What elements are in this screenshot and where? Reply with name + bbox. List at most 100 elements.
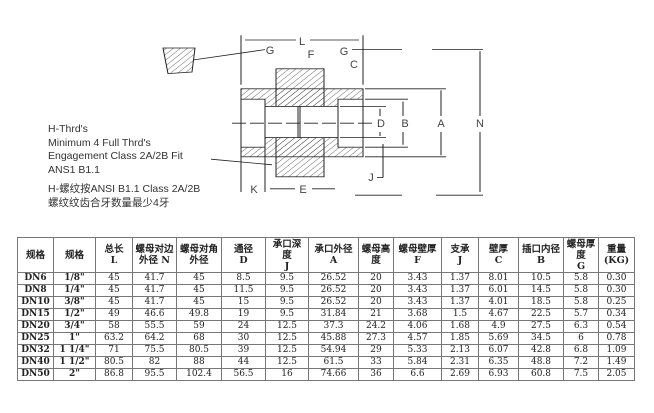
table-cell: 5.8 [563, 272, 599, 285]
header-text: L [110, 255, 118, 266]
table-cell: 63.2 [95, 332, 133, 345]
table-cell: DN20 [17, 320, 54, 333]
table-cell: 5.8 [563, 284, 599, 297]
table-cell: DN6 [17, 272, 54, 285]
header-text: C [494, 255, 503, 266]
table-cell: 12.5 [265, 344, 309, 357]
table-cell: 2.69 [441, 368, 479, 381]
header-text: D [239, 255, 248, 266]
table-cell: 95.5 [132, 368, 177, 381]
table-cell: 41.7 [132, 296, 177, 309]
dim-label-J: J [368, 172, 374, 184]
table-cell: 1.09 [598, 344, 635, 357]
table-cell: 34.5 [518, 332, 564, 345]
table-cell: 6.35 [478, 356, 519, 369]
table-cell: 75.5 [132, 344, 177, 357]
table-cell: 2" [53, 368, 96, 381]
header-text: 插口内径 [521, 244, 560, 255]
header-text: 规格 [25, 249, 45, 261]
table-cell: 11.5 [221, 284, 266, 297]
table-cell: 3.43 [393, 296, 442, 309]
table-cell: 45 [176, 284, 222, 297]
table-cell: DN50 [17, 368, 54, 381]
note-line: H-Thrd's [48, 123, 88, 135]
table-cell: 0.54 [598, 320, 635, 333]
table-cell: 1 1/4" [53, 344, 96, 357]
dim-label-K: K [250, 184, 258, 196]
thread-detail-icon [162, 47, 196, 75]
note-line: H-螺纹按ANSI B1.1 Class 2A/2B [48, 183, 201, 195]
table-cell: 3/4" [53, 320, 96, 333]
header-text: 度 [371, 255, 381, 266]
table-cell: 31.84 [308, 308, 359, 321]
table-cell: 58 [95, 320, 133, 333]
table-cell: DN25 [17, 332, 54, 345]
table-cell: 71 [95, 344, 133, 357]
note-line: Minimum 4 Full Thrd's [48, 136, 151, 149]
header-text: 螺母厚 [566, 238, 596, 250]
column-header: 螺母高度 [358, 237, 394, 273]
header-text: 承口深 [272, 238, 302, 250]
thread-note-en: H-Thrd's Minimum 4 Full Thrd's Engagemen… [48, 123, 183, 177]
table-cell: 5.69 [478, 332, 519, 345]
table-cell: 4.01 [478, 296, 519, 309]
header-text: J [457, 255, 463, 266]
header-text: 螺母高 [361, 244, 391, 255]
table-cell: 5.84 [393, 356, 442, 369]
table-cell: 12.5 [265, 320, 309, 333]
table-cell: 20 [358, 296, 394, 309]
column-header: 规格 [53, 237, 96, 273]
table-cell: DN15 [17, 308, 54, 321]
table-cell: 3.43 [393, 272, 442, 285]
table-cell: 80.5 [95, 356, 133, 369]
table-cell: 4.67 [478, 308, 519, 321]
table-cell: 6.01 [478, 284, 519, 297]
table-cell: 1" [53, 332, 96, 345]
table-cell: 41.7 [132, 284, 177, 297]
table-cell: 49 [95, 308, 133, 321]
table-cell: 45 [95, 272, 133, 285]
table-cell: 1 1/2" [53, 356, 96, 369]
table-cell: 1.37 [441, 284, 479, 297]
table-cell: 1.37 [441, 272, 479, 285]
table-cell: 45 [95, 284, 133, 297]
table-cell: 5.8 [563, 296, 599, 309]
dim-label-N: N [476, 118, 484, 130]
table-cell: 45 [95, 296, 133, 309]
table-cell: 4.57 [393, 332, 442, 345]
thread-note-cn: H-螺纹按ANSI B1.1 Class 2A/2B 螺纹纹齿合牙数量最少4牙 [48, 182, 200, 210]
table-cell: 6.6 [393, 368, 442, 381]
table-cell: 48.8 [518, 356, 564, 369]
table-cell: 39 [221, 344, 266, 357]
table-cell: 26.52 [308, 272, 359, 285]
table-cell: 0.34 [598, 308, 635, 321]
table-cell: 24.2 [358, 320, 394, 333]
table-cell: 4.06 [393, 320, 442, 333]
table-cell: 45 [176, 296, 222, 309]
dim-label-B: B [401, 118, 408, 130]
column-header: 螺母对角外径 [176, 237, 222, 273]
table-cell: 12.5 [265, 356, 309, 369]
table-cell: 36 [358, 368, 394, 381]
header-text: A [329, 255, 338, 266]
header-text: 外径 [189, 255, 209, 266]
table-cell: 88 [176, 356, 222, 369]
table-cell: 60.8 [518, 368, 564, 381]
table-cell: 59 [176, 320, 222, 333]
table-cell: DN40 [17, 356, 54, 369]
table-cell: 9.5 [265, 308, 309, 321]
table-cell: 18.5 [518, 296, 564, 309]
table-cell: 15 [221, 296, 266, 309]
table-cell: 1.49 [598, 356, 635, 369]
table-cell: 37.3 [308, 320, 359, 333]
table-cell: 29 [358, 344, 394, 357]
table-cell: 1/4" [53, 284, 96, 297]
table-cell: 5.33 [393, 344, 442, 357]
